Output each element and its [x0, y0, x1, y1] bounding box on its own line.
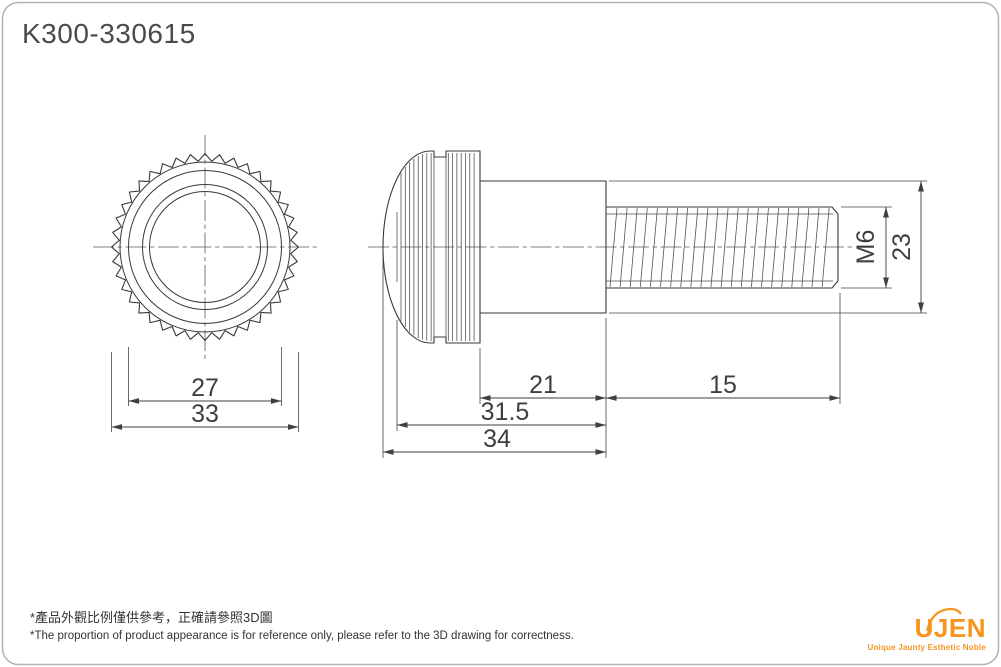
dim-collar-diameter: 23 — [609, 180, 927, 314]
footer-notes: *產品外觀比例僅供參考，正確請參照3D圖 *The proportion of … — [30, 610, 574, 642]
note-english: *The proportion of product appearance is… — [30, 630, 574, 642]
dim-total-length: 34 — [382, 253, 606, 458]
dim-text-31-5: 31.5 — [481, 398, 530, 426]
collar-outline — [479, 180, 607, 314]
logo-swoosh-icon — [925, 607, 962, 632]
dim-text-34: 34 — [483, 425, 511, 453]
dim-text-23: 23 — [888, 233, 916, 261]
knob-head-outline — [382, 150, 481, 344]
knob-face-inner-circle — [149, 191, 261, 303]
dim-body-length: 31.5 — [396, 320, 606, 431]
knob-face-ring-circle — [142, 184, 268, 310]
dim-thread-spec: M6 — [841, 206, 892, 289]
part-number: K300-330615 — [22, 18, 196, 49]
knob-face-outer-circle — [128, 170, 282, 324]
logo-tagline: Unique Jaunty Esthetic Noble — [867, 643, 986, 652]
dim-collar-length: 21 — [479, 318, 607, 458]
dim-text-m6: M6 — [852, 230, 880, 265]
dim-knob-inner-diameter: 27 — [128, 347, 282, 406]
logo-wordmark: UJEN — [915, 613, 986, 643]
dim-text-21: 21 — [529, 371, 557, 399]
note-chinese: *產品外觀比例僅供參考，正確請參照3D圖 — [30, 610, 273, 625]
front-view — [93, 135, 318, 359]
head-knurl-lines — [400, 153, 475, 341]
dimensions: 27 33 21 15 31.5 — [111, 180, 927, 458]
knurl-root-circle — [119, 161, 291, 333]
side-view — [368, 150, 852, 344]
dim-text-15: 15 — [709, 371, 737, 399]
dim-text-27: 27 — [191, 374, 219, 402]
dim-thread-length: 15 — [606, 293, 841, 404]
thread-outline — [605, 206, 839, 289]
dim-knob-outer-diameter: 33 — [111, 352, 299, 432]
logo: UJEN Unique Jaunty Esthetic Noble — [867, 607, 986, 652]
dim-text-33: 33 — [191, 400, 219, 428]
thread-hatch-lines — [609, 207, 830, 288]
knurled-rim — [110, 152, 300, 342]
